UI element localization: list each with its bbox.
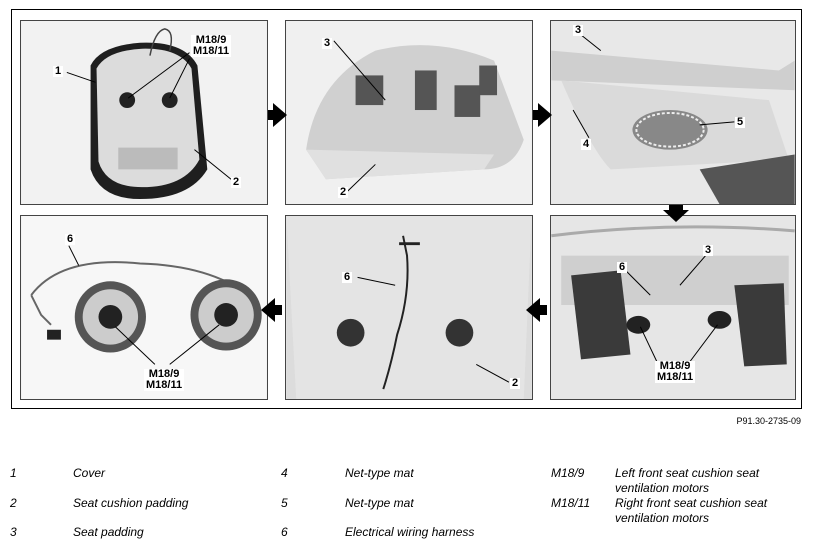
flow-arrow-left-icon [526,298,540,322]
netmat-illustration [551,21,795,204]
legend-text: Net-type mat [345,466,414,480]
legend-text: Seat cushion padding [73,496,189,510]
legend-key: 2 [10,496,17,510]
padding-illustration [286,21,532,204]
callout-m18-9: M18/9 [148,368,180,380]
legend-key: 4 [281,466,288,480]
flow-arrow-3-stem [669,205,683,210]
callout-1: 1 [53,65,64,77]
photo-panel-cover: 1 2 M18/9 M18/11 [20,20,268,205]
callout-m18-11: M18/11 [193,45,230,57]
callout-motors: M18/9 M18/11 [144,368,185,391]
photo-panel-padding: 3 2 [285,20,533,205]
callout-3: 3 [322,37,333,49]
legend-text: Seat padding [73,525,144,539]
callout-m18-9: M18/9 [195,34,227,46]
legend-key: M18/11 [551,496,591,510]
legend-text: Cover [73,466,106,480]
flow-arrow-4-stem [539,305,547,315]
legend-text: Right front seat cushion seat ventilatio… [615,496,768,525]
callout-motors: M18/9 M18/11 [191,34,232,57]
legend-text: Electrical wiring harness [345,525,475,539]
callout-3: 3 [573,24,584,36]
photo-panel-shell: 6 2 [285,215,533,400]
flow-arrow-left-icon [261,298,275,322]
callout-m18-9: M18/9 [659,360,691,372]
photo-panel-netmat: 3 4 5 [550,20,796,205]
legend-key: 5 [281,496,288,510]
legend-key: 1 [10,466,17,480]
callout-5: 5 [735,116,746,128]
legend-text: Net-type mat [345,496,414,510]
callout-4: 4 [581,138,592,150]
callout-2: 2 [231,176,242,188]
legend-key: M18/9 [551,466,585,480]
callout-6: 6 [65,233,76,245]
callout-6: 6 [342,271,353,283]
callout-motors: M18/9 M18/11 [655,360,696,383]
callout-6: 6 [617,261,628,273]
photo-panel-harness: 6 M18/9 M18/11 [20,215,268,400]
flow-arrow-5-stem [274,305,282,315]
flow-arrow-right-icon [538,103,552,127]
flow-arrow-down-icon [663,210,689,222]
legend-key: 6 [281,525,288,539]
figure-code: P91.30-2735-09 [736,416,801,426]
photo-panel-assembly: 3 6 M18/9 M18/11 [550,215,796,400]
callout-m18-11: M18/11 [657,371,694,383]
legend-text: Left front seat cushion seat ventilation… [615,466,760,495]
assembly-illustration [551,216,795,399]
callout-3: 3 [703,244,714,256]
flow-arrow-1-stem [268,110,274,120]
flow-arrow-right-icon [273,103,287,127]
callout-2: 2 [338,186,349,198]
callout-2: 2 [510,377,521,389]
flow-arrow-2-stem [533,110,539,120]
shell-illustration [286,216,532,399]
legend-key: 3 [10,525,17,539]
figure-frame: 1 2 M18/9 M18/11 3 2 [11,9,802,409]
callout-m18-11: M18/11 [146,379,183,391]
harness-illustration [21,216,267,399]
